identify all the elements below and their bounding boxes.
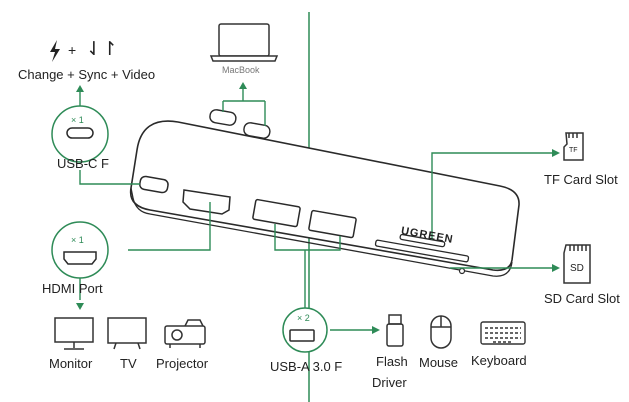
- sd-card-slot-label: SD Card Slot: [544, 291, 620, 306]
- hub-sd-slot: [374, 239, 470, 263]
- hub-hdmi-port: [182, 189, 231, 215]
- flash-driver-label-line2: Driver: [372, 375, 407, 390]
- macbook-icon: [209, 23, 279, 62]
- hub-usb-a-port-1: [252, 198, 301, 228]
- hdmi-badge: [51, 221, 109, 279]
- flash-drive-icon: [386, 314, 404, 347]
- sync-icon: ⇃↾: [86, 39, 118, 60]
- monitor-label: Monitor: [49, 356, 93, 371]
- projector-label: Projector: [156, 356, 209, 371]
- usb-c-multiplier: × 1: [71, 115, 84, 125]
- mouse-label: Mouse: [419, 355, 459, 370]
- monitor-icon: [54, 317, 94, 350]
- arrowheads: [76, 82, 560, 334]
- flash-driver-label-line1: Flash: [376, 354, 408, 369]
- usb-a-icon: [289, 329, 315, 342]
- change-sync-video-label: Change + Sync + Video: [18, 67, 156, 82]
- hdmi-multiplier: × 1: [71, 235, 84, 245]
- usb-c-label: USB-C F: [57, 156, 109, 171]
- tf-card-icon: [563, 132, 584, 161]
- hdmi-icon: [63, 251, 97, 265]
- usb-c-icon: [66, 127, 94, 139]
- power-icon: [50, 40, 60, 62]
- usb-a-label: USB-A 3.0 F: [270, 359, 343, 374]
- usb-a-multiplier: × 2: [297, 313, 310, 323]
- hub-usb-a-port-2: [308, 209, 357, 239]
- plus-symbol-1: +: [68, 42, 77, 58]
- connector-lines: [79, 86, 552, 331]
- usb-c-male-plugs: [209, 109, 271, 139]
- tv-icon: [107, 317, 147, 350]
- sd-card-icon: [563, 244, 591, 284]
- hub-usb-c-port: [139, 175, 169, 194]
- mouse-icon: [430, 315, 452, 349]
- keyboard-icon: [480, 321, 526, 345]
- hdmi-label: HDMI Port: [42, 281, 103, 296]
- hub-body: [129, 120, 520, 277]
- projector-icon: [164, 319, 206, 348]
- sd-card-icon-text: SD: [570, 263, 584, 274]
- tf-card-icon-text: TF: [569, 147, 578, 154]
- keyboard-label: Keyboard: [471, 353, 527, 368]
- hub-led: [458, 267, 466, 275]
- macbook-label: MacBook: [222, 65, 260, 75]
- tv-label: TV: [120, 356, 137, 371]
- tf-card-slot-label: TF Card Slot: [544, 172, 618, 187]
- hub-tf-slot: [399, 233, 446, 248]
